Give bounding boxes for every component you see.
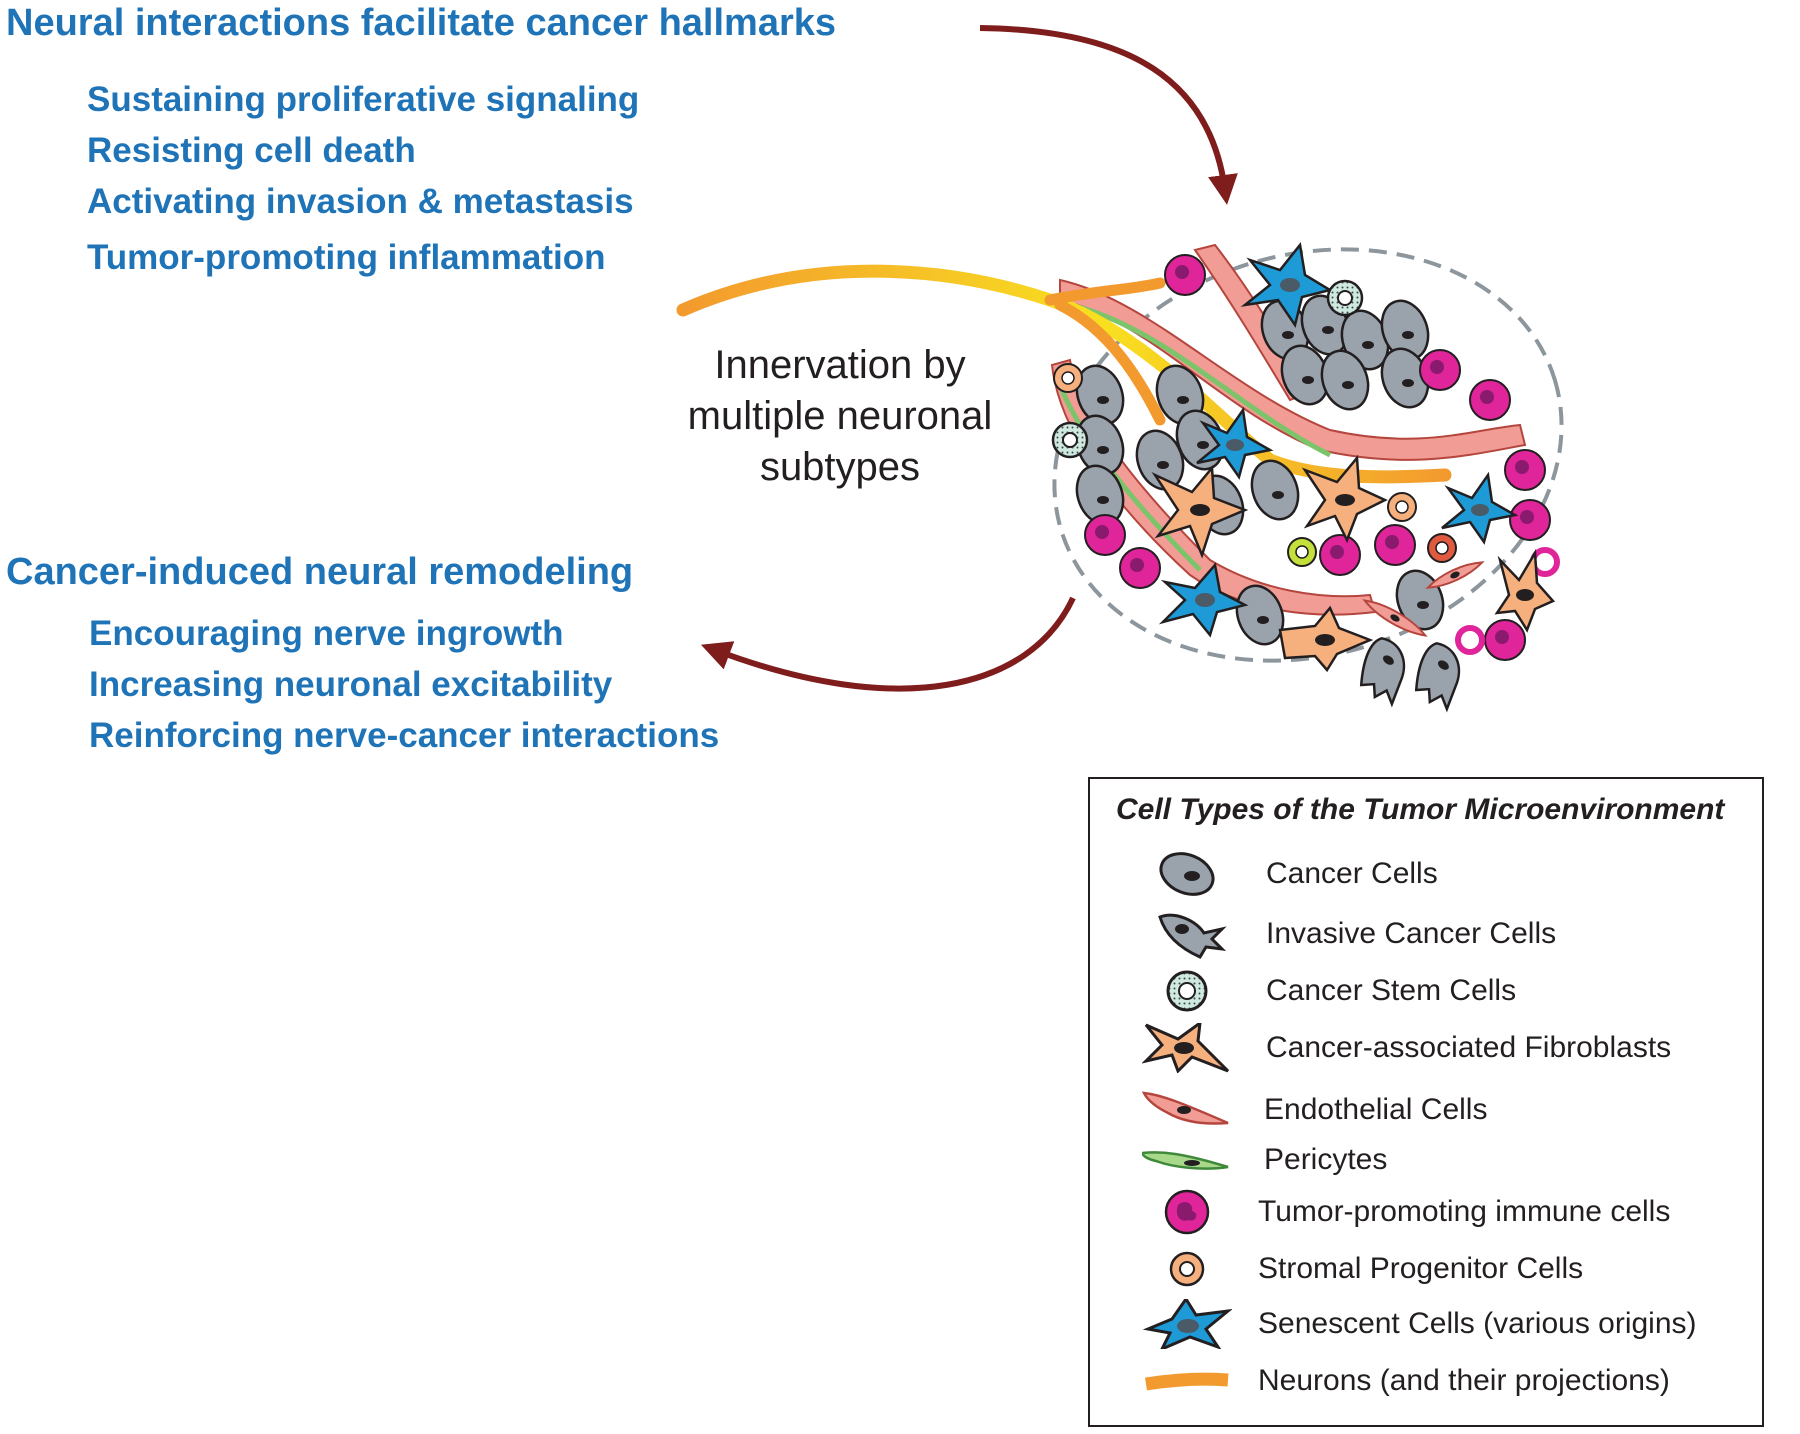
legend-label: Endothelial Cells bbox=[1264, 1093, 1488, 1126]
innervation-line: Innervation by bbox=[714, 343, 966, 387]
arrow-from-tumor bbox=[700, 596, 1076, 692]
tumor-immune-cells bbox=[1084, 254, 1560, 661]
legend-item-cancer-cells: Cancer Cells bbox=[1090, 849, 1760, 899]
legend-label: Cancer Stem Cells bbox=[1266, 974, 1517, 1007]
hallmark-item: Tumor-promoting inflammation bbox=[87, 238, 606, 277]
senescent-cell-icon bbox=[1142, 1299, 1232, 1349]
immune-cell bbox=[1374, 524, 1416, 566]
legend-label: Neurons (and their projections) bbox=[1258, 1364, 1670, 1397]
fibroblast-cell bbox=[1151, 464, 1249, 559]
cancer-cell bbox=[1235, 584, 1285, 646]
legend-label: Senescent Cells (various origins) bbox=[1258, 1307, 1697, 1340]
innervation-label: Innervation by multiple neuronal subtype… bbox=[660, 340, 1020, 493]
invasive-cancer-cell bbox=[1414, 642, 1461, 713]
invasive-cancer-cell-icon bbox=[1158, 913, 1227, 959]
legend-item-stromal-progenitor-cells: Stromal Progenitor Cells bbox=[1090, 1244, 1760, 1294]
legend-item-fibroblasts: Cancer-associated Fibroblasts bbox=[1090, 1023, 1760, 1073]
stromal-progenitor-icon bbox=[1169, 1251, 1205, 1287]
tumor-invasive-cells bbox=[1359, 637, 1461, 713]
immune-cell bbox=[1469, 379, 1511, 421]
legend-item-senescent-cells: Senescent Cells (various origins) bbox=[1090, 1299, 1760, 1349]
tumor-stem-progenitor-cells bbox=[1051, 279, 1457, 567]
invasive-cancer-cell bbox=[1359, 637, 1406, 708]
tumor-endothelial-cells bbox=[1362, 561, 1485, 637]
legend-label: Cancer-associated Fibroblasts bbox=[1266, 1031, 1672, 1064]
cancer-stem-cell bbox=[1051, 421, 1089, 459]
tumor-fibroblasts bbox=[1151, 454, 1556, 673]
heading-neural-remodeling: Cancer-induced neural remodeling bbox=[6, 551, 634, 593]
neuron-icon bbox=[1145, 1372, 1229, 1391]
endothelial-cell bbox=[1362, 599, 1428, 637]
immune-cell bbox=[1319, 534, 1361, 576]
immune-cell bbox=[1119, 547, 1161, 589]
senescent-cell bbox=[1441, 471, 1519, 545]
cancer-cell bbox=[1250, 459, 1300, 521]
senescent-cell bbox=[1240, 242, 1334, 329]
immune-cell bbox=[1504, 449, 1546, 491]
legend-item-pericytes: Pericytes bbox=[1090, 1135, 1760, 1185]
immune-cell bbox=[1484, 619, 1526, 661]
innervation-line: subtypes bbox=[759, 445, 921, 489]
legend-item-invasive-cancer-cells: Invasive Cancer Cells bbox=[1090, 909, 1760, 959]
cancer-cell-icon bbox=[1159, 852, 1215, 896]
remodeling-item: Increasing neuronal excitability bbox=[89, 665, 613, 704]
endothelial-cell-icon bbox=[1142, 1091, 1229, 1125]
fibroblast-cell bbox=[1278, 605, 1374, 673]
immune-cell bbox=[1455, 625, 1485, 655]
hallmark-item: Resisting cell death bbox=[87, 131, 416, 170]
legend-item-immune-cells: Tumor-promoting immune cells bbox=[1090, 1187, 1760, 1237]
cancer-cell bbox=[1380, 299, 1430, 361]
cancer-cell bbox=[1320, 349, 1370, 411]
pericyte-layer bbox=[1069, 302, 1332, 458]
immune-cell bbox=[1419, 349, 1461, 391]
legend-item-neurons: Neurons (and their projections) bbox=[1090, 1356, 1760, 1406]
endothelial-cell bbox=[1425, 561, 1485, 589]
legend-label: Pericytes bbox=[1264, 1143, 1388, 1176]
pericyte-icon bbox=[1142, 1151, 1229, 1170]
immune-cell bbox=[1084, 514, 1126, 556]
nerve-fiber bbox=[1054, 299, 1166, 426]
fibroblast-cell bbox=[1494, 548, 1556, 633]
stromal-progenitor-cell bbox=[1287, 537, 1317, 567]
arrow-to-tumor bbox=[979, 25, 1238, 205]
senescent-cell bbox=[1196, 406, 1274, 480]
heading-neural-interactions: Neural interactions facilitate cancer ha… bbox=[6, 2, 837, 44]
nerve-fiber bbox=[676, 264, 1452, 484]
innervation-line: multiple neuronal bbox=[687, 394, 993, 438]
legend-item-endothelial-cells: Endothelial Cells bbox=[1090, 1085, 1760, 1135]
legend: Cell Types of the Tumor Microenvironment… bbox=[1088, 777, 1764, 1427]
remodeling-item: Reinforcing nerve-cancer interactions bbox=[89, 716, 720, 755]
legend-title: Cell Types of the Tumor Microenvironment bbox=[1116, 793, 1725, 826]
legend-label: Cancer Cells bbox=[1266, 857, 1438, 890]
immune-cell bbox=[1164, 254, 1206, 296]
immune-cell bbox=[1509, 499, 1551, 541]
remodeling-item: Encouraging nerve ingrowth bbox=[89, 614, 564, 653]
endothelial-vessel bbox=[1059, 278, 1527, 461]
senescent-cell bbox=[1158, 562, 1249, 638]
fibroblast-cell bbox=[1301, 454, 1388, 544]
stromal-progenitor-cell bbox=[1387, 492, 1417, 522]
stromal-progenitor-cell bbox=[1427, 533, 1457, 563]
hallmark-item: Sustaining proliferative signaling bbox=[87, 80, 640, 119]
nerve-projections bbox=[676, 264, 1452, 484]
legend-label: Invasive Cancer Cells bbox=[1266, 917, 1557, 950]
legend-item-cancer-stem-cells: Cancer Stem Cells bbox=[1090, 966, 1760, 1016]
immune-cell-icon bbox=[1164, 1189, 1210, 1235]
tumor-senescent-cells bbox=[1158, 242, 1519, 638]
fibroblast-icon bbox=[1142, 1023, 1230, 1073]
nerve-fiber bbox=[1044, 277, 1166, 306]
cancer-stem-cell bbox=[1326, 279, 1364, 317]
cancer-stem-cell-icon bbox=[1166, 970, 1208, 1012]
hallmark-item: Activating invasion & metastasis bbox=[87, 182, 634, 221]
legend-label: Stromal Progenitor Cells bbox=[1258, 1252, 1584, 1285]
stromal-progenitor-cell bbox=[1053, 363, 1083, 393]
legend-label: Tumor-promoting immune cells bbox=[1258, 1195, 1671, 1228]
